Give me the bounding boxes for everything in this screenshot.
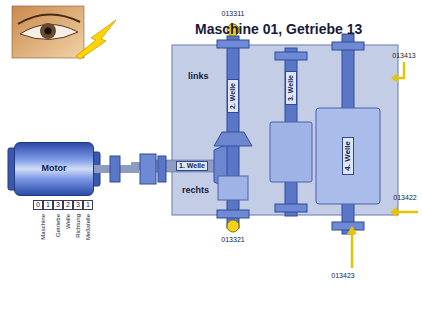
code-digit: 1 [46, 201, 50, 209]
code-field-label: Richtung [75, 214, 82, 238]
code-digit: 0 [36, 201, 40, 209]
code-digit: 2 [66, 201, 70, 209]
sensor-number: 013413 [392, 52, 415, 60]
sensor-number: 013311 [222, 10, 245, 18]
code-digit: 3 [76, 201, 80, 209]
side-label: links [188, 72, 209, 82]
motor-box: Motor [14, 142, 94, 196]
motor-label: Motor [42, 164, 67, 174]
sensor-arrowheads [347, 73, 398, 234]
shaft-box: 3. Welle [285, 71, 297, 105]
shaft-label: 4. Welle [344, 141, 353, 171]
shaft-label: 1. Welle [179, 162, 205, 170]
shaft-box: 1. Welle [176, 161, 208, 172]
code-digit-box: 3 [73, 200, 83, 210]
shaft-three [270, 48, 312, 216]
coupling [158, 156, 166, 182]
shaft-two [214, 24, 252, 232]
code-digit-box: 3 [53, 200, 63, 210]
sensor-arrows [352, 62, 418, 268]
code-digit-box: 0 [33, 200, 43, 210]
coupling [140, 154, 156, 184]
sensor-number: 013422 [393, 194, 416, 202]
code-field-label: Maschine [40, 214, 47, 240]
code-digit-box: 2 [63, 200, 73, 210]
code-field-label: Meßstelle [85, 214, 92, 240]
code-digit-box: 1 [83, 200, 93, 210]
code-digit: 1 [86, 201, 90, 209]
shaft-box: 4. Welle [342, 137, 355, 175]
side-label: rechts [182, 186, 209, 196]
code-field-label: Welle [65, 214, 72, 229]
code-digit: 3 [56, 201, 60, 209]
code-digit-box: 1 [43, 200, 53, 210]
shaft-label: 3. Welle [287, 75, 295, 101]
shaft-four [316, 34, 380, 234]
code-field-label: Getriebe [55, 214, 62, 237]
shaft-label: 2. Welle [229, 83, 237, 109]
title: Maschine 01, Getriebe 13 [195, 22, 362, 37]
shaft-box: 2. Welle [227, 79, 239, 113]
gearbox-housing [172, 45, 398, 215]
coupling [110, 156, 120, 182]
lightning-bolt [76, 20, 116, 59]
shaft-one [150, 144, 228, 188]
eye-icon [12, 6, 84, 58]
sensor-number: 013423 [331, 272, 354, 280]
sensor-number: 013321 [221, 236, 244, 244]
